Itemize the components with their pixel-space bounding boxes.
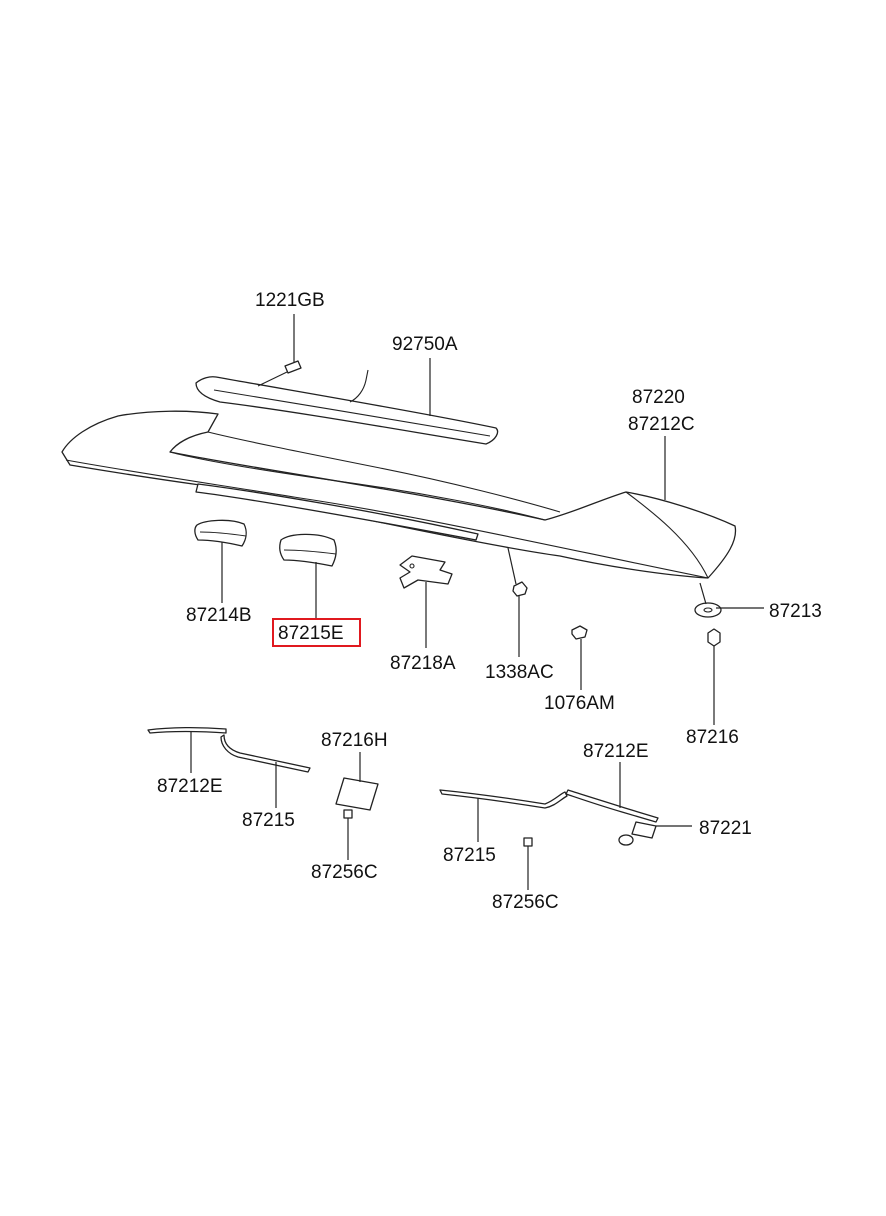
tape-87212E-left[interactable] (147, 726, 227, 734)
label-1338AC[interactable]: 1338AC (485, 662, 554, 683)
label-87215E[interactable]: 87215E (278, 623, 344, 644)
label-87212E-left[interactable]: 87212E (157, 776, 223, 797)
label-87220[interactable]: 87220 (632, 387, 685, 408)
label-1221GB[interactable]: 1221GB (255, 290, 325, 311)
pad-87214B[interactable] (194, 519, 247, 547)
clip-87256C-right[interactable] (523, 837, 533, 847)
label-87212E-right[interactable]: 87212E (583, 741, 649, 762)
clip-87256C-left[interactable] (343, 809, 353, 819)
label-87214B[interactable]: 87214B (186, 605, 252, 626)
label-87221[interactable]: 87221 (699, 818, 752, 839)
clip-1076AM[interactable] (571, 625, 588, 640)
clip-87216[interactable] (707, 628, 721, 647)
stop-lamp[interactable] (195, 369, 499, 445)
bracket-87218A[interactable] (399, 555, 453, 589)
label-92750A[interactable]: 92750A (392, 334, 458, 355)
tape-87212E-right[interactable] (565, 789, 659, 823)
label-87215-left[interactable]: 87215 (242, 810, 295, 831)
label-87212C[interactable]: 87212C (628, 414, 695, 435)
screw-1221GB[interactable] (257, 360, 302, 387)
parts-87221[interactable] (618, 821, 657, 846)
label-87215-right[interactable]: 87215 (443, 845, 496, 866)
nut-1338AC[interactable] (512, 581, 528, 597)
pad-87215E[interactable] (279, 533, 337, 567)
label-87216H[interactable]: 87216H (321, 730, 388, 751)
washer-87213[interactable] (694, 602, 722, 618)
spoiler-body[interactable] (61, 410, 737, 579)
tape-87215-right[interactable] (439, 789, 568, 809)
tape-87215-left[interactable] (220, 734, 311, 773)
label-1076AM[interactable]: 1076AM (544, 693, 615, 714)
leader-lines (190, 314, 764, 890)
label-87218A[interactable]: 87218A (390, 653, 456, 674)
label-87256C-left[interactable]: 87256C (311, 862, 378, 883)
label-87256C-right[interactable]: 87256C (492, 892, 559, 913)
label-87216[interactable]: 87216 (686, 727, 739, 748)
label-87213[interactable]: 87213 (769, 601, 822, 622)
highlight-box (272, 618, 361, 647)
pad-87216H[interactable] (335, 777, 379, 811)
